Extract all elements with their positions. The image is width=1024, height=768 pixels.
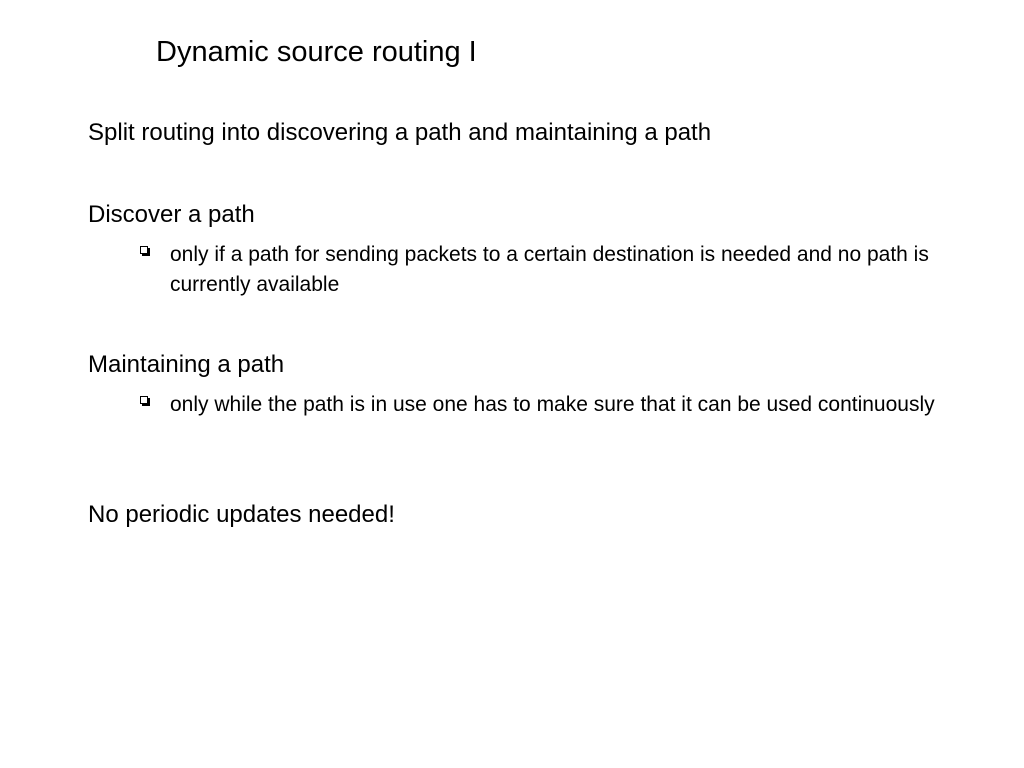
sub-bullet-discover-path-text: only if a path for sending packets to a … (170, 243, 929, 296)
bullet-point-no-periodic-updates: No periodic updates needed! (88, 501, 395, 528)
bullet-point-discover-path: Discover a path (88, 201, 255, 228)
sub-bullet-maintaining-path-text: only while the path is in use one has to… (170, 393, 935, 416)
bullet-point-split-routing: Split routing into discovering a path an… (88, 119, 712, 146)
slide-title: Dynamic source routing I (156, 36, 477, 68)
hollow-square-bullet-icon (140, 396, 148, 404)
sub-bullet-discover-path: only if a path for sending packets to a … (140, 240, 940, 300)
bullet-point-maintaining-path: Maintaining a path (88, 351, 285, 378)
sub-bullet-maintaining-path: only while the path is in use one has to… (140, 390, 940, 420)
hollow-square-bullet-icon (140, 246, 148, 254)
